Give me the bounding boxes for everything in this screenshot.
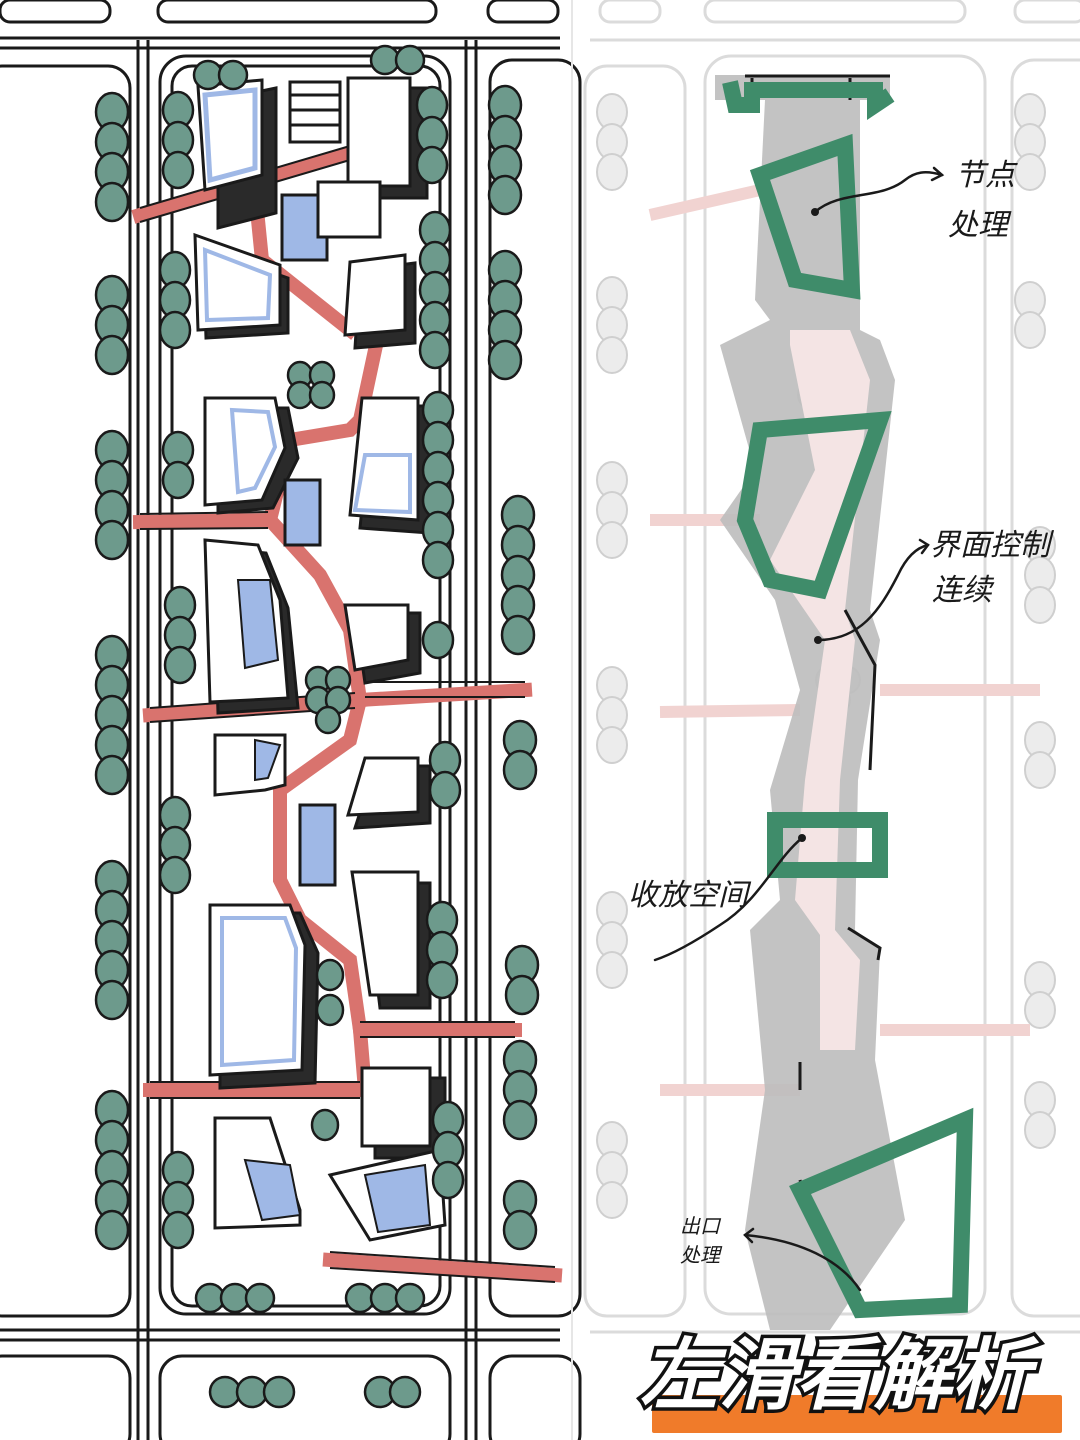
green-mid-shape: [736, 411, 892, 600]
tree-column-far-right: [487, 84, 540, 1251]
street-outlines: [0, 0, 582, 1440]
trees: [94, 44, 540, 1409]
note-open-close: 收放空间: [628, 878, 752, 913]
arrow-interface: [816, 543, 930, 642]
tree-column-inner-right: [369, 44, 465, 1200]
note-interface-line1: 界面控制: [930, 528, 1055, 563]
banner-accent-bar: [652, 1395, 1062, 1433]
arrow-exit: [743, 1233, 862, 1292]
tree-column-inner-left: [158, 59, 249, 1250]
annotation-arrows: [653, 166, 945, 1292]
site-plan-left: [0, 0, 582, 1440]
tree-column-far-left: [94, 91, 130, 1251]
annotation-dots: [798, 208, 822, 842]
tree-clusters-center: [194, 360, 426, 1409]
gray-corridor: [715, 75, 905, 1330]
note-exit-line1: 出口: [680, 1214, 722, 1238]
annotation-labels: 节点 处理 界面控制 连续 收放空间 出口 处理: [628, 158, 1055, 1267]
note-node-line1: 节点: [955, 158, 1018, 193]
green-highlights: [722, 80, 974, 1319]
analysis-diagram-right: 节点 处理 界面控制 连续 收放空间 出口 处理 左滑看解析: [583, 0, 1080, 1433]
note-interface-line2: 连续: [932, 573, 995, 608]
green-top-bracket: [722, 80, 895, 120]
buildings: [193, 76, 447, 1242]
swipe-hint-banner[interactable]: 左滑看解析: [637, 1328, 1062, 1433]
note-node-line2: 处理: [948, 208, 1012, 243]
note-exit-line2: 处理: [680, 1243, 723, 1267]
green-node-shape: [749, 133, 861, 300]
arrow-open-close: [653, 836, 804, 962]
green-exit-shape: [789, 1107, 974, 1319]
green-small-rect: [767, 812, 888, 878]
arrow-node: [813, 171, 944, 214]
banner-text: 左滑看解析: [640, 1331, 1040, 1421]
